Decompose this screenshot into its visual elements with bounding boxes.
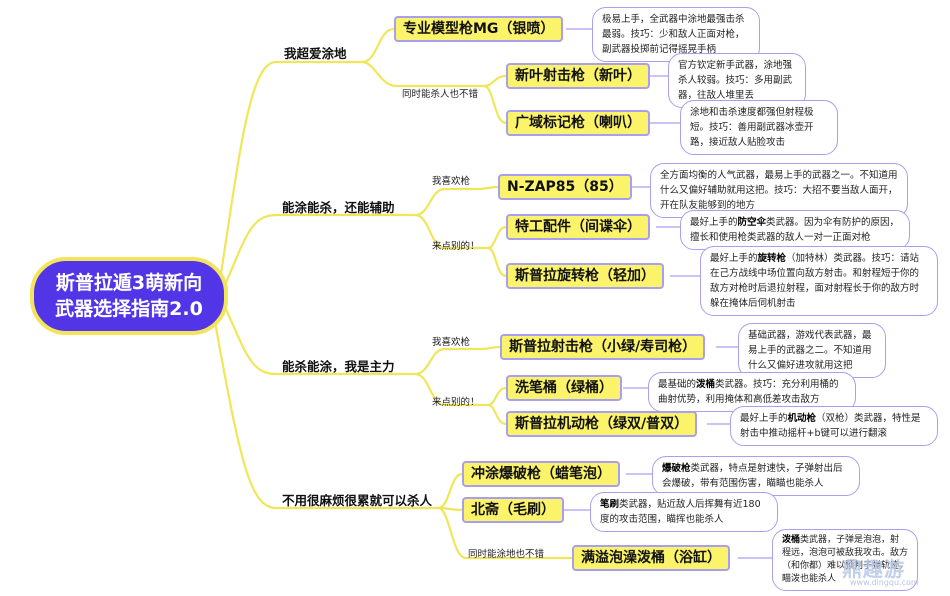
weapon-node[interactable]: 冲涂爆破枪（蜡笔泡） xyxy=(462,461,620,487)
weapon-node[interactable]: 广域标记枪（喇叭） xyxy=(506,110,650,136)
weapon-description: 极易上手，全武器中涂地最强击杀最弱。技巧：少和敌人正面对枪，副武器投掷前记得摇晃… xyxy=(592,7,760,62)
weapon-description: 涂地和击杀速度都强但射程极短。技巧：善用副武器冰壶开路，接近敌人贴脸攻击 xyxy=(680,100,838,155)
weapon-node[interactable]: 洗笔桶（绿桶） xyxy=(506,375,622,401)
category-easy-kills: 不用很麻烦很累就可以杀人 xyxy=(282,493,433,508)
weapon-description: 笔刷类武器，贴近敌人后挥舞有近180度的攻击范围，瞄挥也能杀人 xyxy=(590,492,778,532)
weapon-node[interactable]: 斯普拉旋转枪（轻加） xyxy=(506,263,664,289)
weapon-description: 全方面均衡的人气武器，最易上手的武器之一。不知道用什么又偏好辅助就用这把。技巧：… xyxy=(650,163,908,218)
watermark-url: www.dingqu.com xyxy=(850,578,919,587)
sub-label: 来点别的！ xyxy=(432,241,480,252)
weapon-description: 最好上手的机动枪（双枪）类武器，特性是射击中推动摇杆+b键可以进行翻滚 xyxy=(730,406,938,446)
weapon-node[interactable]: 新叶射击枪（新叶） xyxy=(506,63,650,89)
weapon-description: 官方钦定新手武器，涂地强杀人较弱。技巧：多用副武器，往敌人堆里丢 xyxy=(668,53,806,108)
sub-label: 我喜欢枪 xyxy=(432,337,471,348)
weapon-description: 最好上手的防空伞类武器。因为伞有防护的原因，擅长和使用枪类武器的敌人一对一正面对… xyxy=(680,210,910,250)
weapon-description: 泼桶类武器，子弹是泡泡，射程远，泡泡可被敌我攻击。敌方（和你都）难以预判子弹轨迹… xyxy=(772,529,918,591)
weapon-node[interactable]: N-ZAP85（85） xyxy=(498,174,632,200)
category-love-inking: 我超爱涂地 xyxy=(284,46,347,61)
weapon-node[interactable]: 特工配件（间谍伞） xyxy=(506,214,650,240)
sub-label: 来点别的！ xyxy=(432,397,480,408)
weapon-node[interactable]: 斯普拉机动枪（绿双/普双） xyxy=(506,411,698,437)
weapon-description: 基础武器，游戏代表武器，最易上手的武器之二。不知道用什么又偏好进攻就用这把 xyxy=(738,323,886,378)
weapon-node[interactable]: 斯普拉射击枪（小绿/寿司枪） xyxy=(500,334,706,360)
category-main-force: 能杀能涂，我是主力 xyxy=(282,359,395,374)
sub-label: 我喜欢枪 xyxy=(432,176,471,187)
category-ink-kill-support: 能涂能杀，还能辅助 xyxy=(282,200,395,215)
sub-label: 同时能杀人也不错 xyxy=(402,89,479,100)
root-title-line1: 斯普拉遁3萌新向 xyxy=(55,272,203,294)
mindmap-root: 斯普拉遁3萌新向 武器选择指南2.0 xyxy=(30,257,228,335)
sub-label: 同时能涂地也不错 xyxy=(468,549,545,560)
weapon-node[interactable]: 专业模型枪MG（银喷） xyxy=(394,16,564,42)
root-title-line2: 武器选择指南2.0 xyxy=(55,298,203,320)
weapon-description: 最好上手的旋转枪（加特林）类武器。技巧：请站在己方战线中场位置向敌方射击。和射程… xyxy=(700,246,938,316)
weapon-description: 爆破枪类武器，特点是射速快，子弹射出后会爆破，带有范围伤害，瞄瞄也能杀人 xyxy=(652,456,860,496)
watermark-logo: 鼎趣游 xyxy=(842,557,905,581)
weapon-node[interactable]: 满溢泡澡泼桶（浴缸） xyxy=(572,545,730,571)
weapon-description: 最基础的泼桶类武器。技巧：充分利用桶的曲射优势，利用掩体和高低差攻击敌方 xyxy=(648,372,856,412)
weapon-node[interactable]: 北斋（毛刷） xyxy=(462,497,564,523)
